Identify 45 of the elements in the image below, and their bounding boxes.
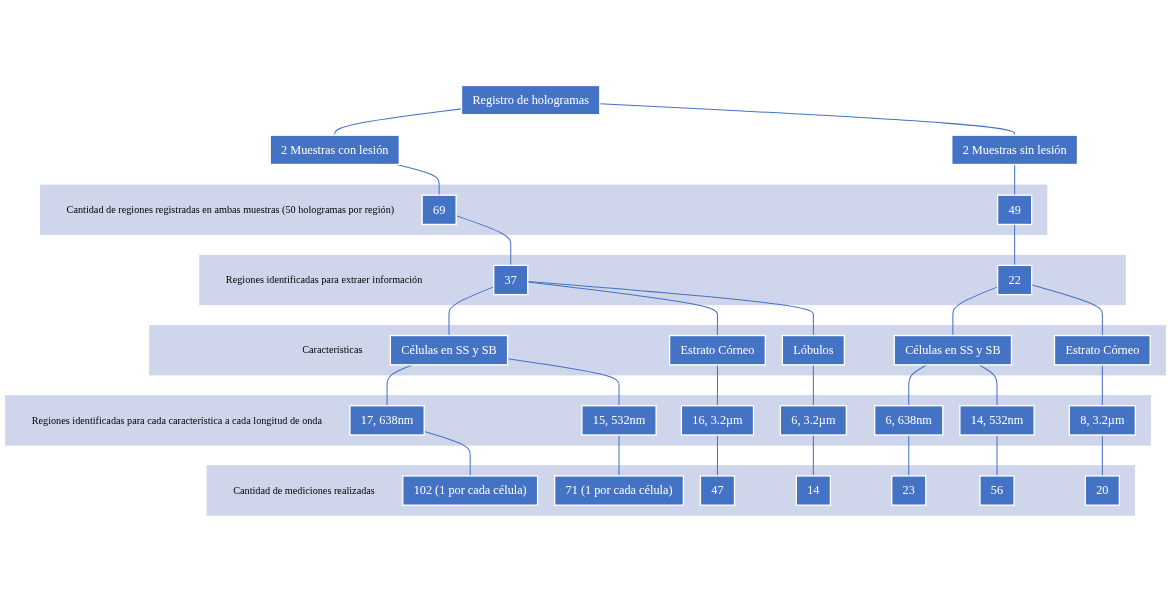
node-box: 20: [1084, 475, 1121, 506]
node-box: 22: [996, 264, 1033, 296]
node-box: 6, 3.2µm: [779, 405, 848, 436]
connector: [716, 364, 718, 407]
connector: [334, 108, 462, 136]
connector: [1014, 224, 1016, 266]
node-box: 71 (1 por cada célula): [553, 475, 685, 506]
node-box: 69: [421, 194, 457, 226]
node-box: 14: [795, 475, 832, 506]
node-box: 37: [493, 264, 529, 296]
node-box: 17, 638nm: [349, 405, 425, 436]
connector: [716, 434, 718, 477]
connector: [908, 364, 928, 407]
node-box: 15, 532nm: [581, 405, 657, 436]
connector: [527, 280, 814, 337]
connector: [908, 434, 910, 477]
node-box: 102 (1 por cada célula): [402, 475, 539, 506]
node-box: 16, 3.2µm: [680, 405, 755, 436]
connector: [507, 358, 620, 407]
node-box: 8, 3.2µm: [1068, 405, 1137, 436]
connector: [527, 281, 718, 337]
connector: [1101, 434, 1103, 477]
node-box: 2 Muestras con lesión: [269, 134, 400, 166]
connector: [1101, 364, 1103, 407]
node-box: 49: [996, 194, 1033, 226]
node-box: Registro de hologramas: [460, 84, 601, 116]
node-box: Células en SS y SB: [389, 334, 509, 366]
node-box: Células en SS y SB: [893, 334, 1013, 366]
node-box: 56: [979, 475, 1015, 506]
connector: [996, 434, 998, 477]
node-box: 47: [699, 475, 736, 506]
node-box: Estrato Córneo: [668, 334, 766, 366]
connector: [812, 364, 814, 407]
connector: [978, 364, 998, 407]
node-box: 6, 638nm: [874, 405, 944, 436]
node-box: Lóbulos: [781, 334, 846, 366]
node-box: 14, 532nm: [959, 405, 1035, 436]
connector: [618, 434, 620, 477]
node-box: Estrato Córneo: [1053, 334, 1151, 366]
connector: [1031, 284, 1103, 337]
connector: [599, 103, 1016, 136]
connector: [1014, 164, 1016, 196]
node-box: 2 Muestras sin lesión: [951, 134, 1079, 166]
node-box: 23: [891, 475, 927, 506]
connector: [812, 434, 814, 477]
